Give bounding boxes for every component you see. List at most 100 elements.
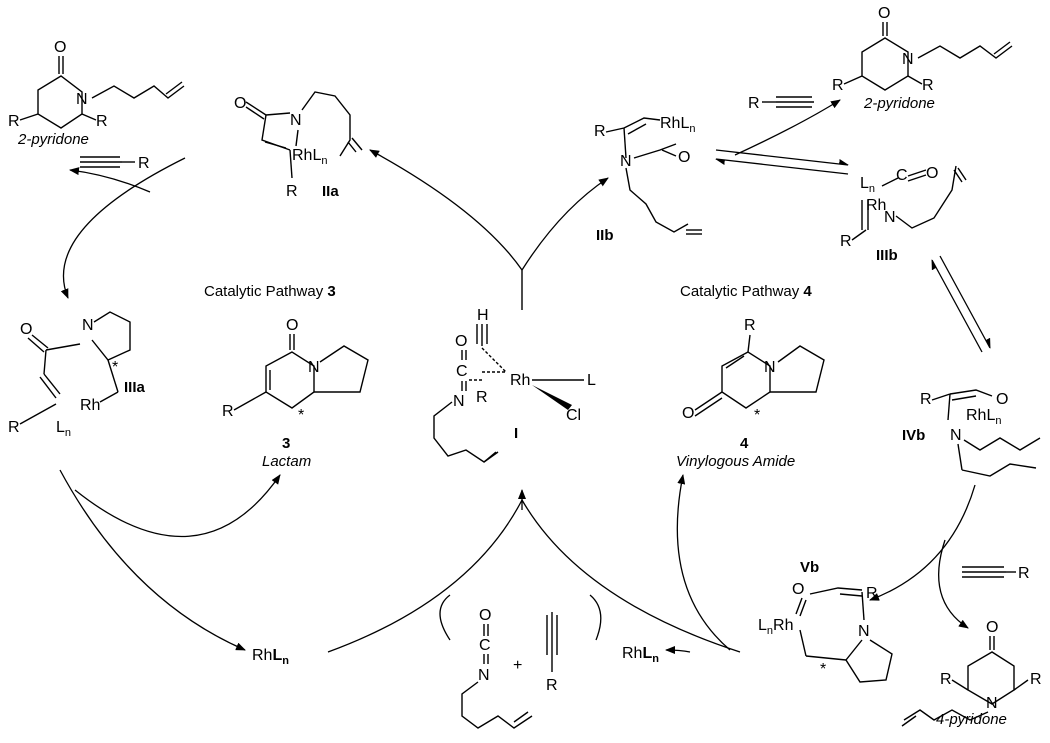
svg-text:H: H: [477, 307, 489, 324]
svg-text:N: N: [308, 359, 320, 376]
svg-text:C: C: [479, 637, 491, 654]
svg-text:*: *: [754, 407, 760, 424]
svg-text:R: R: [546, 677, 558, 694]
svg-text:Vb: Vb: [800, 559, 819, 576]
svg-text:O: O: [20, 321, 32, 338]
svg-text:O: O: [286, 317, 298, 334]
intermediate-IIb: R RhLn N O IIb: [594, 115, 702, 244]
pathway-4-label: Catalytic Pathway 4: [680, 283, 812, 300]
svg-text:R: R: [286, 183, 298, 200]
svg-text:R: R: [744, 317, 756, 334]
svg-text:R: R: [8, 113, 20, 130]
svg-text:Catalytic Pathway 3: Catalytic Pathway 3: [204, 283, 336, 300]
svg-text:R: R: [222, 403, 234, 420]
svg-text:+: +: [513, 657, 522, 674]
intermediate-Vb: Vb O R N LnRh *: [758, 559, 893, 683]
svg-text:N: N: [453, 393, 465, 410]
svg-text:O: O: [878, 5, 890, 22]
svg-text:R: R: [840, 233, 852, 250]
svg-text:RhLn: RhLn: [292, 147, 327, 167]
svg-text:R: R: [748, 95, 760, 112]
svg-text:*: *: [820, 661, 826, 678]
svg-text:Rh: Rh: [80, 397, 100, 414]
svg-text:O: O: [986, 619, 998, 636]
svg-text:N: N: [858, 623, 870, 640]
svg-text:R: R: [832, 77, 844, 94]
svg-text:IIa: IIa: [322, 183, 339, 200]
svg-text:N: N: [884, 209, 896, 226]
alkyne-reagent: R: [546, 612, 558, 694]
complex-I: H O C N R Rh L Cl I: [433, 270, 596, 463]
vinylogous-amide-4: R N * O 4 Vinylogous Amide: [676, 317, 825, 470]
intermediate-IIIa: O N Rh * IIIa R Ln: [8, 311, 146, 439]
svg-text:R: R: [8, 419, 20, 436]
svg-text:O: O: [926, 165, 938, 182]
svg-text:Vinylogous Amide: Vinylogous Amide: [676, 453, 795, 470]
svg-text:O: O: [479, 607, 491, 624]
svg-text:Rh: Rh: [510, 372, 530, 389]
svg-text:N: N: [620, 153, 632, 170]
svg-text:2-pyridone: 2-pyridone: [17, 131, 89, 148]
svg-text:O: O: [678, 149, 690, 166]
svg-text:O: O: [682, 405, 694, 422]
rhln-left: RhLn: [252, 647, 289, 667]
svg-text:R: R: [594, 123, 606, 140]
svg-text:N: N: [986, 695, 998, 712]
svg-text:Cl: Cl: [566, 407, 581, 424]
svg-text:Lactam: Lactam: [262, 453, 311, 470]
svg-text:N: N: [478, 667, 490, 684]
isocyanate-reagent: O C N +: [461, 607, 533, 729]
pyridone-2-right: O N R R 2-pyridone: [832, 5, 1013, 112]
svg-text:*: *: [298, 407, 304, 424]
svg-text:LnRh: LnRh: [758, 617, 793, 637]
svg-text:Ln: Ln: [56, 419, 71, 439]
svg-text:Ln: Ln: [860, 175, 875, 195]
svg-text:O: O: [234, 95, 246, 112]
svg-text:N: N: [82, 317, 94, 334]
svg-text:*: *: [112, 359, 118, 376]
svg-text:Rh: Rh: [866, 197, 886, 214]
svg-text:O: O: [54, 39, 66, 56]
pyridone-2-left: O N R R 2-pyridone R: [8, 39, 185, 172]
svg-text:IIIa: IIIa: [124, 379, 146, 396]
alkyne-reagent-top: R: [748, 95, 814, 112]
svg-text:IIIb: IIIb: [876, 247, 898, 264]
svg-text:R: R: [922, 77, 934, 94]
cycle-arrows: [59, 99, 991, 655]
intermediate-IIIb: Ln C O Rh N R IIIb: [840, 165, 967, 264]
svg-text:N: N: [290, 112, 302, 129]
rhln-right: RhLn: [622, 645, 659, 665]
svg-text:R: R: [920, 391, 932, 408]
svg-text:N: N: [76, 91, 88, 108]
pyridone-4: R O N R R 4-pyridone: [901, 565, 1042, 728]
svg-text:IIb: IIb: [596, 227, 614, 244]
svg-text:R: R: [1030, 671, 1042, 688]
svg-text:IVb: IVb: [902, 427, 925, 444]
pathway-3-label: Catalytic Pathway 3: [204, 283, 336, 300]
svg-text:3: 3: [282, 435, 290, 452]
svg-text:N: N: [902, 51, 914, 68]
svg-text:N: N: [764, 359, 776, 376]
intermediate-IIa: O N RhLn R IIa: [234, 91, 363, 200]
svg-text:4: 4: [740, 435, 749, 452]
svg-text:R: R: [476, 389, 488, 406]
svg-text:RhLn: RhLn: [966, 407, 1001, 427]
svg-text:O: O: [792, 581, 804, 598]
svg-text:RhLn: RhLn: [660, 115, 695, 135]
svg-text:N: N: [950, 427, 962, 444]
lactam-3: O N * R 3 Lactam: [222, 317, 369, 470]
svg-text:RhLn: RhLn: [252, 647, 289, 667]
svg-text:I: I: [514, 425, 518, 442]
svg-text:R: R: [1018, 565, 1030, 582]
svg-text:R: R: [96, 113, 108, 130]
svg-text:C: C: [456, 363, 468, 380]
svg-text:O: O: [455, 333, 467, 350]
svg-text:R: R: [866, 585, 878, 602]
svg-text:C: C: [896, 167, 908, 184]
svg-text:R: R: [138, 155, 150, 172]
svg-text:O: O: [996, 391, 1008, 408]
svg-text:L: L: [587, 372, 596, 389]
intermediate-IVb: R O N RhLn IVb: [902, 389, 1041, 477]
